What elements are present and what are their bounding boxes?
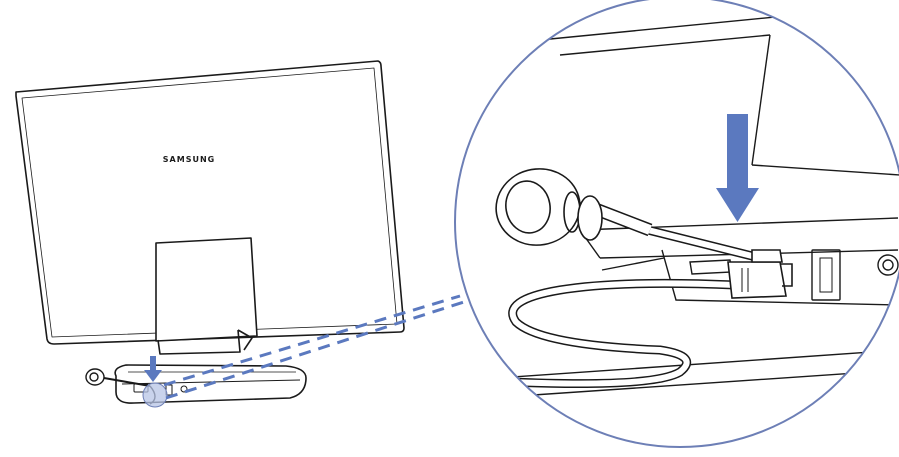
monitor-rear-view: SAMSUNG xyxy=(16,61,404,403)
microphone-plug xyxy=(728,262,786,298)
monitor-brand-logo: SAMSUNG xyxy=(163,155,215,164)
stand-neck xyxy=(156,238,257,341)
zoom-callout xyxy=(455,0,899,447)
connection-highlight xyxy=(143,383,167,407)
